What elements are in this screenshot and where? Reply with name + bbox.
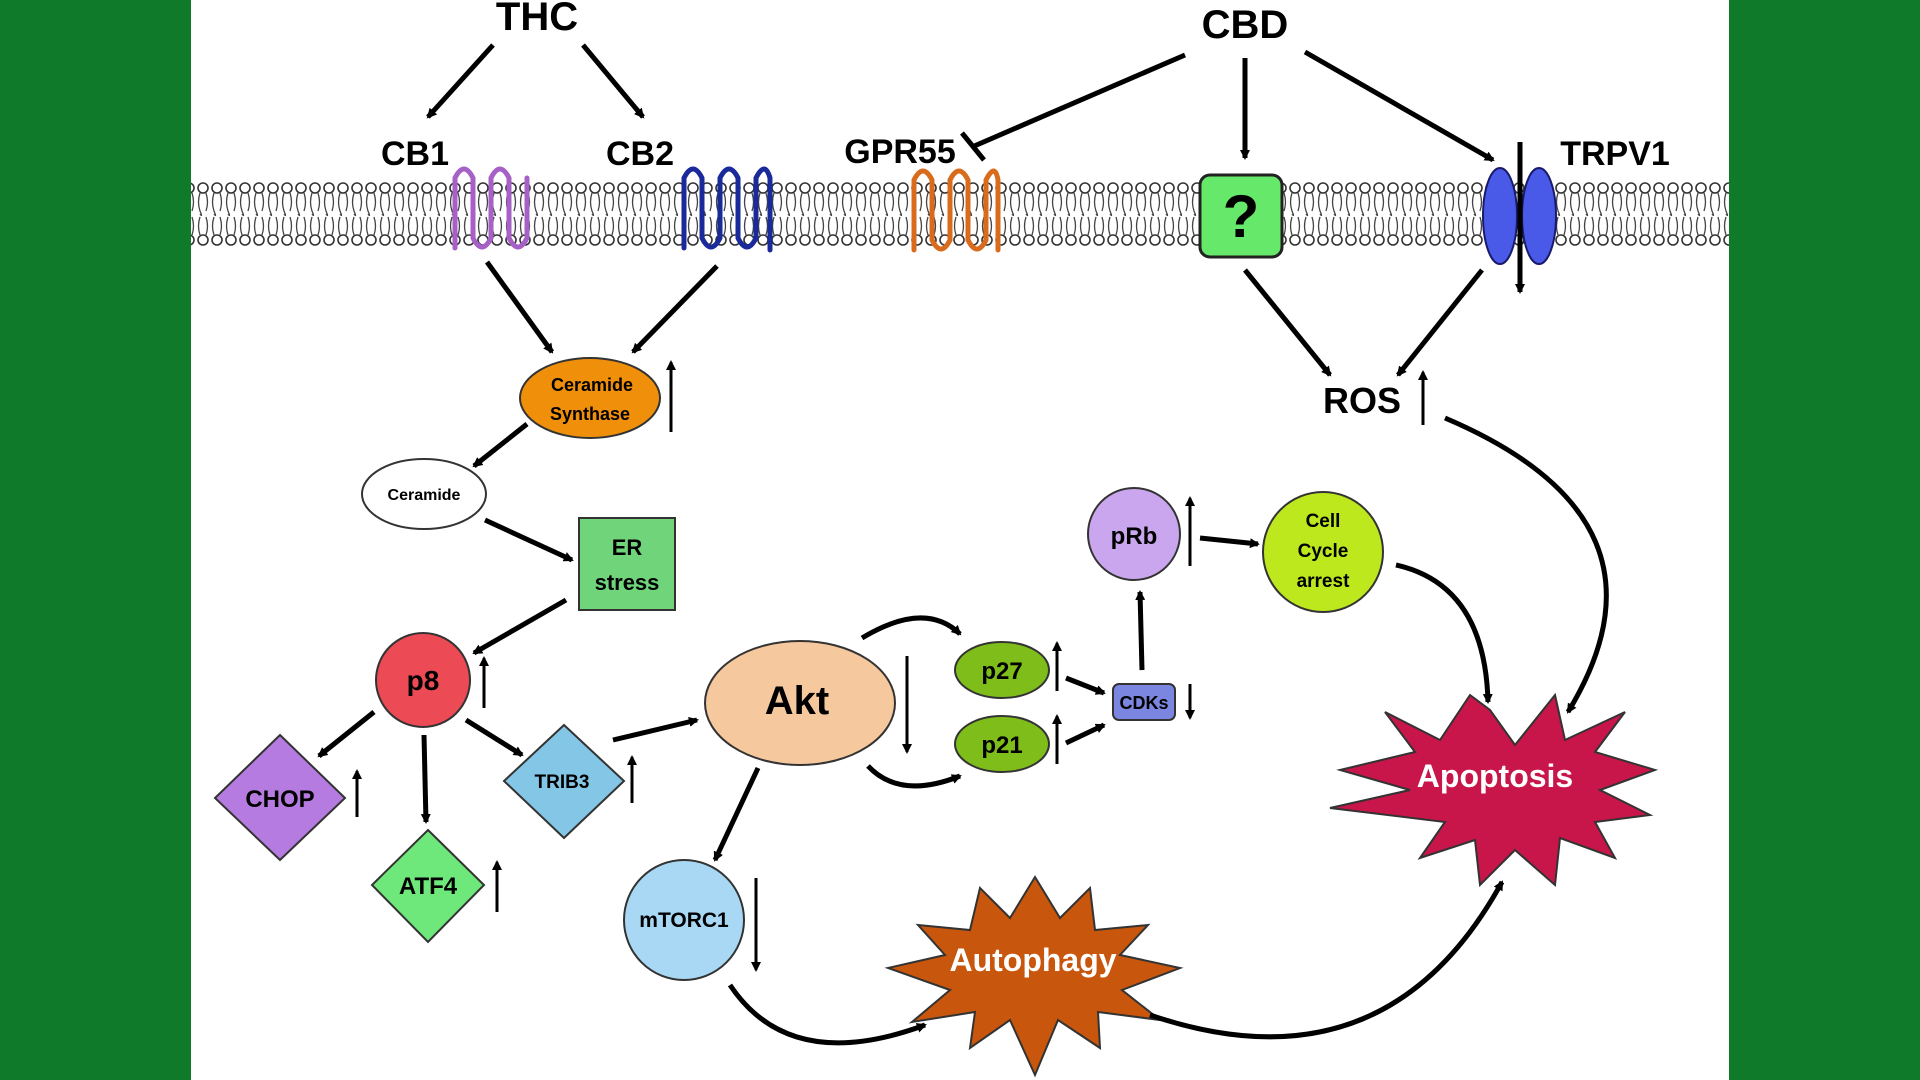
mtorc1-node [623, 859, 745, 981]
p8-node [375, 632, 471, 728]
cb1-receptor [452, 166, 530, 251]
ceramide-label: Ceramide [388, 487, 461, 504]
p21-label: p21 [981, 732, 1022, 759]
arrow-cbd-trpv1 [1303, 49, 1495, 163]
arrow-er-stress-p8 [472, 597, 568, 656]
unknown-receptor [1198, 173, 1284, 259]
left-frame [0, 0, 191, 1080]
ceramide-synthase-node [519, 357, 661, 439]
akt-label: Akt [765, 679, 829, 723]
inhibit-cbd-gpr55 [971, 52, 1186, 150]
ceramide-synthase-label-2: Synthase [550, 404, 630, 424]
arrow-ros-apoptosis [1444, 415, 1609, 714]
arrow-ceramide-er-stress [483, 517, 574, 563]
ros-label: ROS [1323, 380, 1401, 421]
cb2-label: CB2 [606, 135, 674, 173]
arrow-p8-chop [317, 710, 376, 758]
arrow-cell-cycle-apoptosis [1395, 562, 1493, 704]
autophagy-label: Autophagy [949, 942, 1116, 978]
cell-cycle-label-2: Cycle [1298, 541, 1349, 562]
trib3-label: TRIB3 [535, 772, 590, 793]
cell-membrane [191, 182, 1729, 246]
atf4-node [370, 828, 486, 944]
er-stress-node [578, 517, 676, 611]
cb1-label: CB1 [381, 135, 449, 173]
prb-node [1087, 487, 1181, 581]
p27-label: p27 [981, 658, 1022, 685]
arrow-akt-p21 [866, 764, 962, 789]
arrow-prb-cell-cycle [1199, 535, 1260, 549]
chop-node [213, 733, 347, 862]
cbd-label: CBD [1202, 3, 1289, 47]
gpr55-label: GPR55 [844, 133, 956, 171]
p27-node [954, 641, 1050, 699]
ceramide-synthase-label-1: Ceramide [551, 375, 633, 395]
arrow-p8-atf4 [420, 734, 431, 824]
right-frame [1729, 0, 1920, 1080]
trpv1-channel-right [1521, 167, 1557, 265]
cdks-node [1112, 683, 1176, 721]
thc-label: THC [496, 0, 578, 39]
cdks-label: CDKs [1119, 693, 1168, 713]
cb2-receptor [681, 166, 773, 253]
trpv1-label: TRPV1 [1560, 135, 1670, 173]
er-stress-label-2: stress [595, 570, 660, 595]
arrow-cb1-ceramide-synthase [484, 260, 555, 354]
apoptosis-label: Apoptosis [1417, 758, 1573, 794]
cell-cycle-node [1262, 491, 1384, 613]
p8-label: p8 [407, 665, 440, 696]
arrow-cs-ceramide [472, 422, 529, 468]
arrow-thc-cb1 [426, 43, 495, 119]
chop-label: CHOP [245, 786, 314, 813]
arrow-p8-trib3 [464, 717, 524, 758]
prb-label: pRb [1111, 523, 1158, 550]
trib3-node [502, 723, 626, 840]
unknown-receptor-label: ? [1223, 183, 1260, 250]
atf4-label: ATF4 [399, 873, 458, 900]
arrow-akt-mtorc1 [712, 766, 761, 862]
mtorc1-label: mTORC1 [639, 909, 729, 932]
er-stress-label-1: ER [612, 535, 643, 560]
arrow-cb2-ceramide-synthase [631, 264, 719, 354]
akt-node [704, 640, 896, 766]
ceramide-node [361, 458, 487, 530]
arrow-p27-cdks [1065, 675, 1106, 696]
arrow-trpv1-ros [1396, 268, 1484, 377]
p21-node [954, 715, 1050, 773]
cell-cycle-label-1: Cell [1306, 511, 1341, 532]
arrow-autophagy-apoptosis [1149, 880, 1505, 1040]
trpv1-channel-left [1482, 167, 1518, 265]
arrow-mtorc1-autophagy [727, 983, 927, 1046]
apoptosis-node [1329, 692, 1659, 888]
autophagy-node [884, 875, 1184, 1078]
arrow-trib3-akt [612, 716, 699, 743]
gpr55-receptor [911, 168, 1001, 253]
inhibit-bar [960, 131, 986, 162]
arrow-cdks-prb [1135, 590, 1146, 671]
arrow-akt-p27 [860, 615, 962, 641]
arrow-unknown-ros [1243, 268, 1332, 377]
cell-cycle-label-3: arrest [1297, 571, 1350, 592]
arrow-thc-cb2 [581, 43, 645, 119]
arrow-p21-cdks [1064, 722, 1106, 746]
